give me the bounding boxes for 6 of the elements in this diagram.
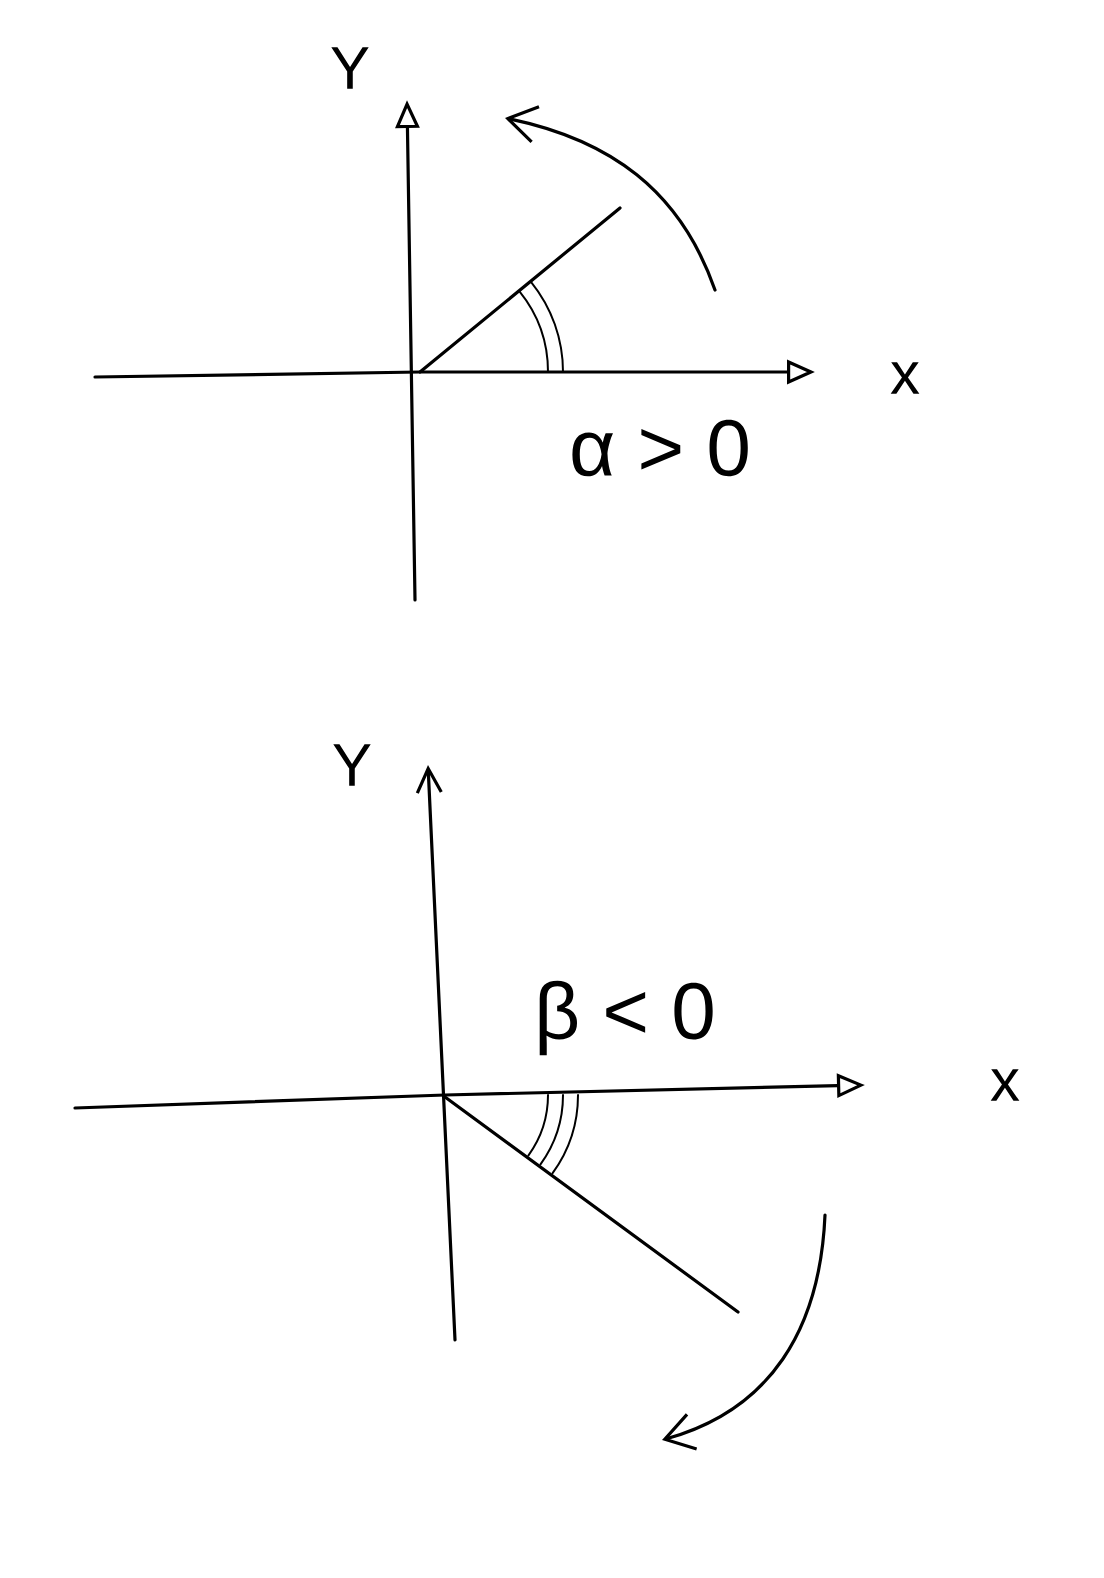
axis-label: x (990, 1069, 1020, 1101)
axis-label: Y (333, 744, 371, 786)
angle-label: β < 0 (539, 980, 713, 1056)
axis-label: x (890, 362, 920, 394)
axis-label: Y (331, 47, 369, 89)
angle-label: α > 0 (572, 419, 748, 477)
